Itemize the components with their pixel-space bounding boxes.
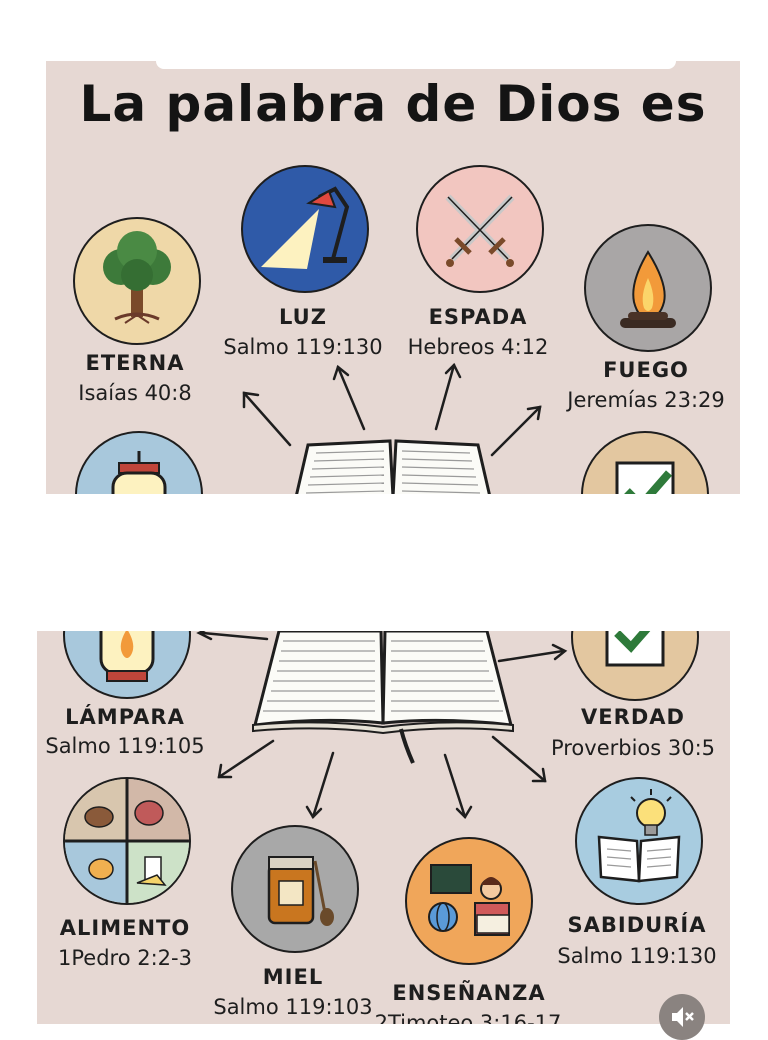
ensenanza-reference: 2Timoteo 3:16-17 bbox=[374, 1011, 562, 1024]
lampara-reference: Salmo 119:105 bbox=[45, 734, 205, 758]
infographic-top-half: La palabra de Dios es ETERNA Isaías 40:8… bbox=[46, 61, 740, 494]
espada-reference: Hebreos 4:12 bbox=[407, 335, 549, 359]
eterna-reference: Isaías 40:8 bbox=[78, 381, 192, 405]
mute-button[interactable] bbox=[659, 994, 705, 1040]
fire-icon bbox=[584, 224, 712, 352]
alimento-reference: 1Pedro 2:2-3 bbox=[58, 946, 192, 970]
lantern-icon bbox=[75, 431, 203, 494]
lantern-icon bbox=[63, 631, 191, 699]
swords-icon bbox=[416, 165, 544, 293]
checkmark-icon bbox=[571, 631, 699, 701]
arrows-top bbox=[242, 362, 542, 457]
lampara-label: LÁMPARA bbox=[65, 705, 185, 729]
eterna-label: ETERNA bbox=[85, 351, 185, 375]
lamp-light-icon bbox=[241, 165, 369, 293]
food-icon bbox=[63, 777, 191, 905]
miel-label: MIEL bbox=[262, 965, 324, 989]
open-bible-top bbox=[295, 439, 491, 494]
fuego-label: FUEGO bbox=[603, 358, 689, 382]
fuego-reference: Jeremías 23:29 bbox=[567, 388, 725, 412]
alimento-label: ALIMENTO bbox=[59, 916, 191, 940]
sabiduria-label: SABIDURÍA bbox=[567, 913, 707, 937]
luz-reference: Salmo 119:130 bbox=[223, 335, 383, 359]
honey-jar-icon bbox=[231, 825, 359, 953]
ensenanza-label: ENSEÑANZA bbox=[392, 981, 546, 1005]
espada-label: ESPADA bbox=[428, 305, 528, 329]
open-bible-bottom bbox=[252, 631, 514, 764]
arrows-bottom bbox=[196, 631, 568, 820]
book-lightbulb-icon bbox=[575, 777, 703, 905]
checkmark-icon bbox=[581, 431, 709, 494]
verdad-label: VERDAD bbox=[581, 705, 685, 729]
miel-reference: Salmo 119:103 bbox=[213, 995, 373, 1019]
infographic-bottom-half: LÁMPARA Salmo 119:105 VERDAD Proverbios … bbox=[37, 631, 730, 1024]
top-edge bbox=[156, 61, 676, 69]
infographic-title: La palabra de Dios es bbox=[79, 75, 707, 133]
teacher-icon bbox=[405, 837, 533, 965]
verdad-reference: Proverbios 30:5 bbox=[550, 736, 716, 760]
speaker-muted-icon bbox=[672, 1007, 694, 1027]
luz-label: LUZ bbox=[279, 305, 327, 329]
sabiduria-reference: Salmo 119:130 bbox=[557, 944, 717, 968]
tree-icon bbox=[73, 217, 201, 345]
